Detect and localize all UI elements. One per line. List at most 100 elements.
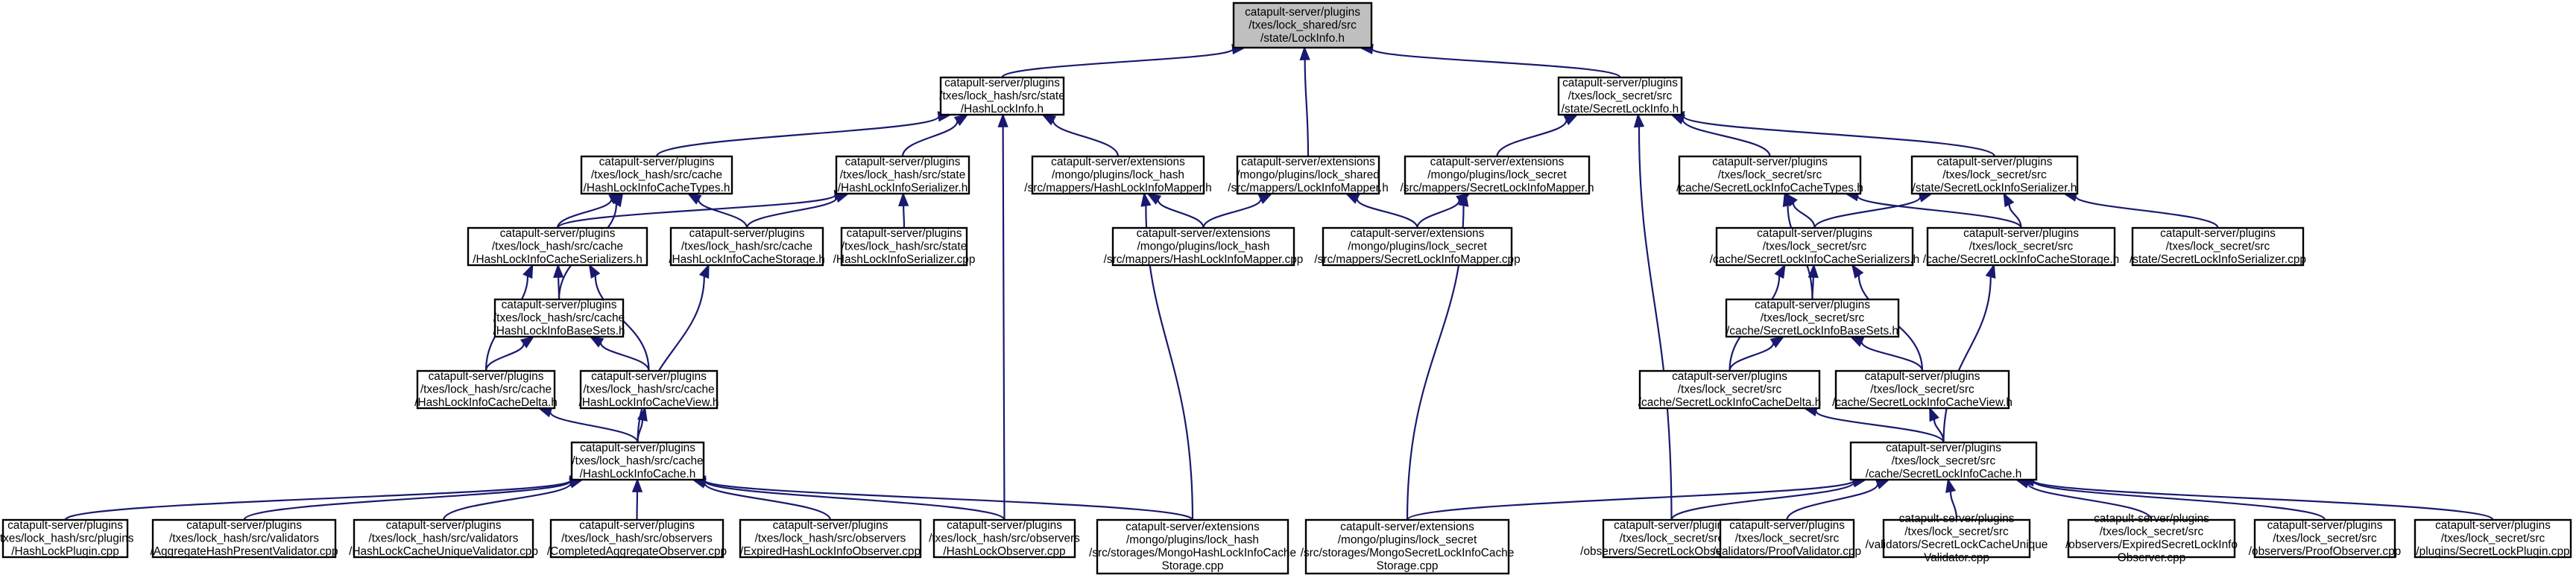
file-node-hl-mongostor[interactable]: catapult-server/extensions/mongo/plugins… (1089, 518, 1296, 575)
file-node-sl-cachetypes[interactable]: catapult-server/plugins/txes/lock_secret… (1676, 156, 1863, 195)
file-node-hl-cacheser[interactable]: catapult-server/plugins/txes/lock_hash/s… (467, 227, 648, 267)
file-label-line: catapult-server/plugins (1562, 77, 1678, 89)
file-node-sl-lockobs[interactable]: catapult-server/plugins/txes/lock_secret… (1580, 519, 1763, 559)
file-node-sl-uniqval[interactable]: catapult-server/plugins/txes/lock_secret… (1866, 512, 2048, 565)
file-node-sl-cache[interactable]: catapult-server/plugins/txes/lock_secret… (1849, 442, 2038, 481)
file-label-line: catapult-server/plugins (773, 519, 888, 532)
edge-line (442, 482, 572, 521)
file-label-line: catapult-server/plugins (186, 519, 302, 532)
arrowhead-icon (1633, 112, 1645, 128)
file-label-line: /cache/SecretLockInfoCacheSerializers.h (1710, 253, 1919, 266)
file-node-hl-info[interactable]: catapult-server/plugins/txes/lock_hash/s… (939, 77, 1065, 116)
file-node-sl-serializer[interactable]: catapult-server/plugins/txes/lock_secret… (1910, 156, 2079, 195)
edge-line (1202, 198, 1262, 229)
arrowhead-icon (1299, 45, 1310, 61)
file-label-line: /txes/lock_shared/src (1248, 19, 1357, 31)
file-box (2067, 518, 2236, 559)
edge-line (2008, 204, 2022, 229)
file-label-line: /cache/SecretLockInfoCacheDelta.h (1638, 396, 1822, 409)
dependency-edge-hl_cache-to-hl_delta (537, 407, 639, 443)
file-node-sl-view[interactable]: catapult-server/plugins/txes/lock_secret… (1832, 370, 2012, 410)
edge-line (1638, 126, 1673, 521)
arrowhead-icon (520, 335, 535, 349)
file-node-root[interactable]: catapult-server/plugins/txes/lock_shared… (1232, 1, 1373, 49)
file-label-line: /state/LockInfo.h (1260, 32, 1345, 45)
file-label-line: Observer.cpp (2118, 552, 2186, 565)
edge-line (1371, 48, 1621, 79)
file-label-line: /HashLockInfo.h (961, 103, 1044, 115)
file-label-line: /validators/ProofValidator.cpp (1713, 545, 1861, 558)
file-node-sl-proofobs[interactable]: catapult-server/plugins/txes/lock_secret… (2249, 519, 2401, 559)
file-node-hl-lockobs[interactable]: catapult-server/plugins/txes/lock_hash/s… (929, 519, 1080, 559)
file-label-line: catapult-server/plugins (1614, 519, 1729, 532)
edge-line (1406, 480, 1855, 521)
file-node-sl-plugin[interactable]: catapult-server/plugins/txes/lock_secret… (2414, 519, 2572, 559)
file-label-line: /HashLockInfoSerializer.cpp (833, 253, 976, 266)
file-node-sl-proofval[interactable]: catapult-server/plugins/txes/lock_secret… (1713, 518, 1861, 559)
arrowhead-icon (1774, 263, 1786, 279)
edges-layer (64, 43, 2494, 521)
file-node-sl-cacheser[interactable]: catapult-server/plugins/txes/lock_secret… (1710, 227, 1919, 267)
file-label-line: /txes/lock_hash/src/validators (169, 532, 319, 544)
dependency-edge-hl_mongostor-to-hl_cache (691, 475, 1194, 521)
arrowhead-icon (1875, 479, 1891, 489)
file-label-line: /txes/lock_hash/src/observers (755, 532, 906, 544)
file-node-hl-serializer[interactable]: catapult-server/plugins/txes/lock_hash/s… (835, 156, 970, 195)
file-label-line: /src/mappers/SecretLockInfoMapper.cpp (1314, 253, 1520, 266)
edge-line (1682, 118, 1771, 157)
dependency-edge-sl_mapper_cpp-to-sl_mapper_h (1416, 192, 1471, 229)
file-node-sl-mapper-h[interactable]: catapult-server/extensions/mongo/plugins… (1400, 156, 1594, 195)
file-node-hl-uniqval[interactable]: catapult-server/plugins/txes/lock_hash/s… (349, 519, 538, 559)
dependency-edge-sl_cacheser-to-sl_serializer (1813, 191, 1933, 229)
file-node-hl-plugin[interactable]: catapult-server/plugins/txes/lock_hash/s… (0, 519, 134, 559)
file-label-line: catapult-server/plugins (2160, 227, 2276, 240)
file-node-sl-mapper-cpp[interactable]: catapult-server/extensions/mongo/plugins… (1314, 227, 1521, 267)
file-node-hl-basesets[interactable]: catapult-server/plugins/txes/lock_hash/s… (493, 299, 625, 338)
file-box (669, 226, 824, 267)
file-box (1719, 518, 1855, 559)
file-label-line: /HashLockInfoCacheTypes.h (584, 182, 730, 194)
file-label-line: /txes/lock_hash/src/cache (420, 383, 552, 396)
dependency-edge-hl_delta-to-hl_basesets (484, 335, 535, 372)
file-node-hl-expobs[interactable]: catapult-server/plugins/txes/lock_hash/s… (739, 519, 922, 559)
file-node-hl-aggval[interactable]: catapult-server/plugins/txes/lock_hash/s… (150, 519, 338, 559)
file-node-sl-mongostor[interactable]: catapult-server/extensions/mongo/plugins… (1301, 518, 1515, 575)
file-node-hl-mapper-h[interactable]: catapult-server/extensions/mongo/plugins… (1024, 156, 1212, 195)
file-label-line: catapult-server/plugins (1886, 442, 2001, 454)
dependency-edge-sl_serializer-to-sl_info (1670, 111, 1996, 157)
edge-line (2027, 483, 2153, 521)
dependency-edge-sl_lockobs-to-sl_cache (1670, 477, 1868, 521)
edge-line (1786, 483, 1879, 521)
edge-line (698, 199, 748, 229)
edge-line (484, 343, 525, 372)
file-node-sl-expobs[interactable]: catapult-server/plugins/txes/lock_secret… (2065, 512, 2238, 565)
file-label-line: catapult-server/plugins (1757, 227, 1872, 240)
file-node-hl-cache[interactable]: catapult-server/plugins/txes/lock_hash/s… (570, 442, 705, 481)
file-node-hl-delta[interactable]: catapult-server/plugins/txes/lock_hash/s… (414, 370, 558, 410)
file-node-hl-mapper-cpp[interactable]: catapult-server/extensions/mongo/plugins… (1104, 227, 1304, 267)
dependency-edge-sl_delta-to-sl_basesets (1729, 335, 1785, 372)
file-label-line: /src/mappers/LockInfoMapper.h (1228, 182, 1389, 194)
file-node-sl-basesets[interactable]: catapult-server/plugins/txes/lock_secret… (1725, 299, 1900, 338)
file-node-hl-view[interactable]: catapult-server/plugins/txes/lock_hash/s… (579, 370, 719, 410)
file-node-sl-storage[interactable]: catapult-server/plugins/txes/lock_secret… (1923, 227, 2120, 267)
file-node-shared-mapper[interactable]: catapult-server/extensions/mongo/plugins… (1228, 156, 1389, 195)
file-node-hl-cachetypes[interactable]: catapult-server/plugins/txes/lock_hash/s… (580, 156, 733, 195)
dependency-edge-sl_cachetypes-to-sl_info (1670, 114, 1771, 157)
file-label-line: catapult-server/plugins (1865, 370, 1980, 383)
arrowhead-icon (1985, 263, 1996, 279)
file-node-hl-compobs[interactable]: catapult-server/plugins/txes/lock_hash/s… (547, 519, 727, 559)
file-node-sl-serializer-cpp[interactable]: catapult-server/plugins/txes/lock_secret… (2130, 227, 2306, 267)
edge-line (1729, 343, 1775, 372)
edge-line (704, 480, 1194, 521)
file-node-hl-serializer-cpp[interactable]: catapult-server/plugins/txes/lock_hash/s… (833, 227, 976, 267)
file-node-hl-storage[interactable]: catapult-server/plugins/txes/lock_hash/s… (669, 226, 825, 267)
arrowhead-icon (1808, 263, 1819, 279)
edge-line (1933, 419, 1945, 443)
file-node-sl-delta[interactable]: catapult-server/plugins/txes/lock_secret… (1638, 370, 1822, 410)
file-node-sl-info[interactable]: catapult-server/plugins/txes/lock_secret… (1557, 77, 1683, 116)
file-label-line: /txes/lock_hash/src/state (840, 168, 966, 181)
file-label-line: /txes/lock_secret/src (1969, 240, 2074, 253)
dependency-edge-sl_basesets-to-sl_cacheser (1808, 263, 1819, 300)
